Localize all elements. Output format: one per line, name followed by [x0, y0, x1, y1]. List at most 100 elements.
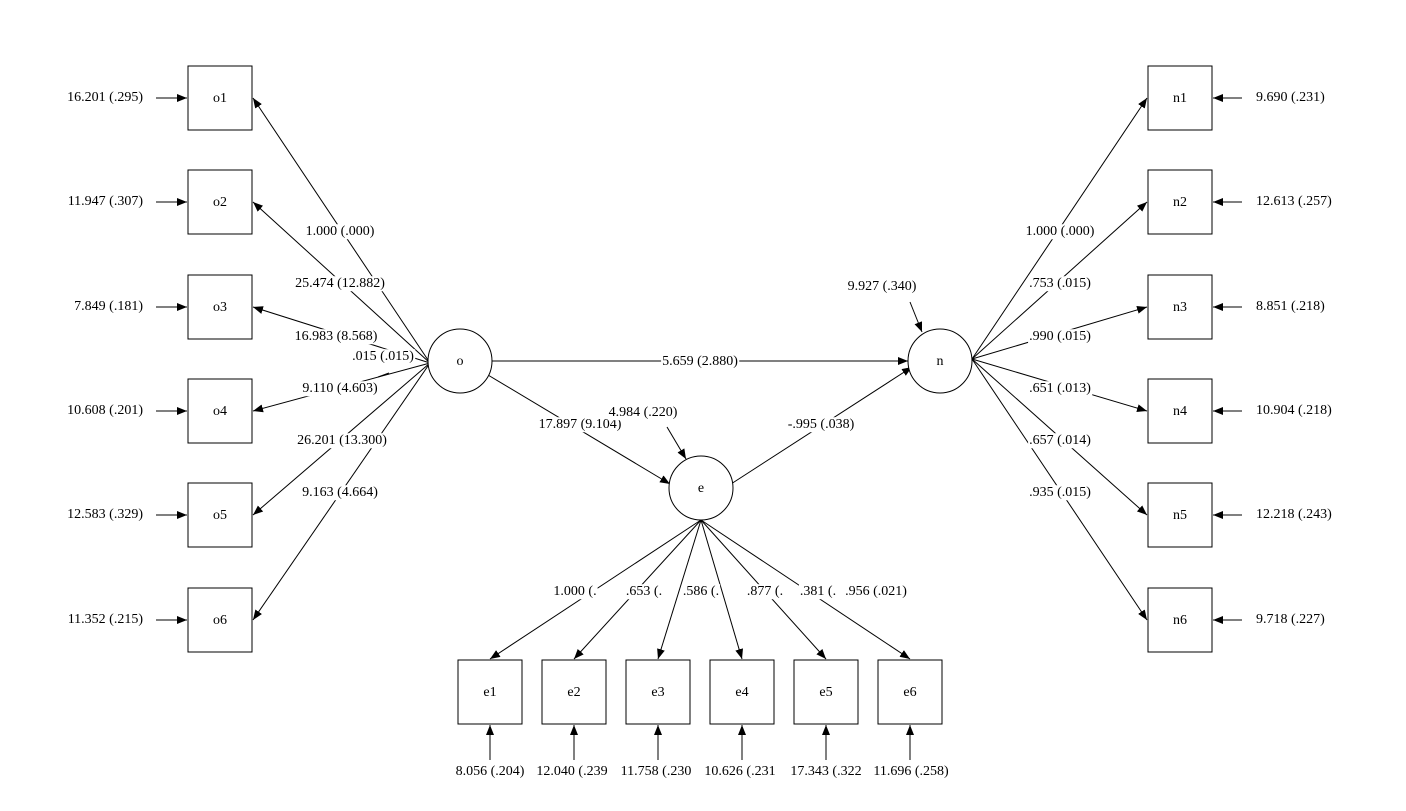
indicator-e1-label: e1: [483, 685, 496, 700]
loading-label-e2-background: [624, 584, 664, 600]
indicator-e5-box: [793, 659, 859, 725]
error-label-e4-background: [703, 764, 777, 780]
error-label-n3: 8.851 (.218): [1256, 299, 1325, 314]
indicator-e6-box: [877, 659, 943, 725]
indicator-o1-box: [187, 65, 253, 131]
error-label-o5: 12.583 (.329): [67, 507, 143, 522]
indicator-n6-label: n6: [1173, 613, 1187, 628]
loading-label-e5: .381 (.: [800, 584, 836, 599]
error-label-e2-background: [535, 764, 609, 780]
error-label-o6: 11.352 (.215): [68, 612, 144, 627]
loading-label-e3-background: [681, 584, 721, 600]
error-label-n1: 9.690 (.231): [1256, 90, 1325, 105]
labels-layer: 16.201 (.295)11.947 (.307)7.849 (.181)10…: [67, 90, 1332, 780]
latent-e-label: e: [698, 481, 704, 496]
loading-label-o4-background: [301, 381, 379, 397]
indicator-n6-box: [1147, 587, 1213, 653]
loading-label-o1-background: [304, 224, 376, 240]
loading-label-e6-background: [844, 584, 909, 600]
path-label-o-e-background: [537, 417, 623, 433]
error-label-o2: 11.947 (.307): [68, 194, 144, 209]
error-label-n4: 10.904 (.218): [1256, 403, 1332, 418]
loading-label-o-extra: .015 (.015): [352, 349, 414, 364]
indicator-e3-label: e3: [651, 685, 664, 700]
loading-label-n1: 1.000 (.000): [1026, 224, 1095, 239]
indicator-e1-box: [457, 659, 523, 725]
error-label-o3: 7.849 (.181): [74, 299, 143, 314]
latent-e-circle: [668, 455, 734, 521]
loading-label-o6-background: [301, 485, 380, 501]
indicator-o6-label: o6: [213, 613, 227, 628]
variance-label-n-background: [846, 279, 918, 295]
loading-label-e1-background: [552, 584, 598, 600]
error-label-e3-background: [619, 764, 693, 780]
indicator-o4-label: o4: [213, 404, 227, 419]
loading-label-n2: .753 (.015): [1029, 276, 1091, 291]
loading-e-e3: [657, 519, 702, 660]
loading-label-e4: .877 (.: [747, 584, 783, 599]
variance-label-e: 4.984 (.220): [609, 405, 678, 420]
indicator-o5-box: [187, 482, 253, 548]
o-extra-tick: [377, 372, 390, 378]
loading-label-n2-background: [1028, 276, 1093, 292]
error-label-e1: 8.056 (.204): [456, 764, 525, 779]
indicator-o2-box: [187, 169, 253, 235]
loading-label-o1: 1.000 (.000): [306, 224, 375, 239]
loading-label-n3-background: [1028, 329, 1093, 345]
indicator-n1-box: [1147, 65, 1213, 131]
loading-label-e4-background: [745, 584, 785, 600]
loading-label-n4-background: [1028, 381, 1093, 397]
latent-n-circle: [907, 328, 973, 394]
variance-label-e-background: [607, 405, 679, 421]
loading-label-n3: .990 (.015): [1029, 329, 1091, 344]
loading-label-e2: .653 (.: [626, 584, 662, 599]
variance-label-n: 9.927 (.340): [848, 279, 917, 294]
indicator-o3-label: o3: [213, 300, 227, 315]
error-label-e3: 11.758 (.230: [621, 764, 692, 779]
indicator-o4-box: [187, 378, 253, 444]
indicator-o5-label: o5: [213, 508, 227, 523]
loading-label-n5: .657 (.014): [1029, 433, 1091, 448]
loading-label-n6-background: [1028, 485, 1093, 501]
loading-label-o2: 25.474 (12.882): [295, 276, 385, 291]
loading-label-o2-background: [294, 276, 387, 292]
indicator-n5-label: n5: [1173, 508, 1187, 523]
indicator-n3-box: [1147, 274, 1213, 340]
loading-label-n4: .651 (.013): [1029, 381, 1091, 396]
indicator-n3-label: n3: [1173, 300, 1187, 315]
indicator-e4-box: [709, 659, 775, 725]
indicator-n5-box: [1147, 482, 1213, 548]
loading-label-n6: .935 (.015): [1029, 485, 1091, 500]
loading-label-o3: 16.983 (8.568): [295, 329, 378, 344]
indicator-n2-label: n2: [1173, 195, 1187, 210]
loading-label-o5: 26.201 (13.300): [297, 433, 387, 448]
indicator-e3-box: [625, 659, 691, 725]
loading-label-e1: 1.000 (.: [553, 584, 596, 599]
indicator-e4-label: e4: [735, 685, 748, 700]
loading-label-n5-background: [1028, 433, 1093, 449]
loading-label-n1-background: [1024, 224, 1096, 240]
indicator-e2-box: [541, 659, 607, 725]
latent-o-label: o: [457, 354, 464, 369]
indicator-n4-label: n4: [1173, 404, 1187, 419]
indicator-o6-box: [187, 587, 253, 653]
loading-label-e3: .586 (.: [683, 584, 719, 599]
error-label-e6-background: [872, 764, 950, 780]
error-label-e1-background: [454, 764, 526, 780]
indicator-e5-label: e5: [819, 685, 832, 700]
error-label-e4: 10.626 (.231: [704, 764, 775, 779]
error-label-n5: 12.218 (.243): [1256, 507, 1332, 522]
latent-o-circle: [427, 328, 493, 394]
variance-arrow-n: [909, 301, 923, 333]
error-label-e5: 17.343 (.322: [790, 764, 861, 779]
loading-label-e5-background: [798, 584, 838, 600]
indicator-o2-label: o2: [213, 195, 227, 210]
loading-label-o5-background: [296, 433, 389, 449]
indicator-e2-label: e2: [567, 685, 580, 700]
path-label-o-e: 17.897 (9.104): [539, 417, 622, 432]
loading-e-e4: [700, 519, 744, 660]
error-label-n6: 9.718 (.227): [1256, 612, 1325, 627]
path-label-e-n-background: [786, 417, 856, 433]
